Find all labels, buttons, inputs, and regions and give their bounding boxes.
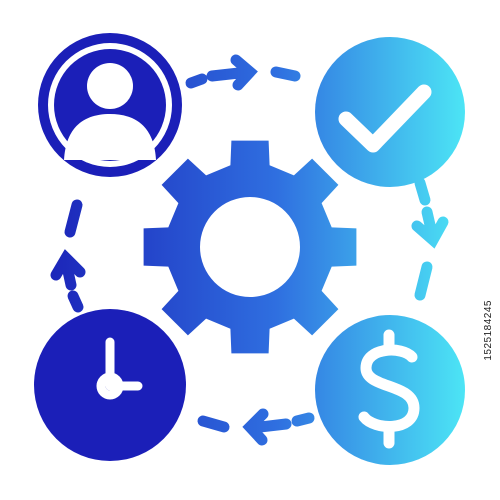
connector-right-arrow [411, 206, 449, 249]
payment-node [315, 315, 465, 465]
connector-top-dash-2 [270, 66, 301, 82]
connector-left-dash [67, 290, 84, 313]
connector-bottom-arrow [242, 408, 292, 446]
connector-top-dash [185, 73, 208, 89]
dollar-icon [358, 329, 420, 449]
connector-bottom-dash-2 [197, 415, 230, 433]
watermark-id: 1525184245 [483, 300, 494, 361]
approved-node [315, 37, 465, 187]
connector-left-dash-2 [64, 199, 83, 238]
clock-icon [96, 337, 143, 400]
connector-right-dash [414, 177, 431, 206]
user-icon [64, 63, 156, 160]
gear-icon [143, 140, 357, 354]
connector-bottom-dash [291, 412, 315, 427]
checkmark-icon [338, 84, 432, 153]
connector-right-dash-2 [414, 261, 433, 301]
time-node [34, 309, 186, 461]
connector-left-arrow [50, 249, 86, 291]
user-node [38, 33, 182, 177]
connector-top-arrow [206, 54, 258, 91]
cycle-connectors [50, 54, 449, 446]
